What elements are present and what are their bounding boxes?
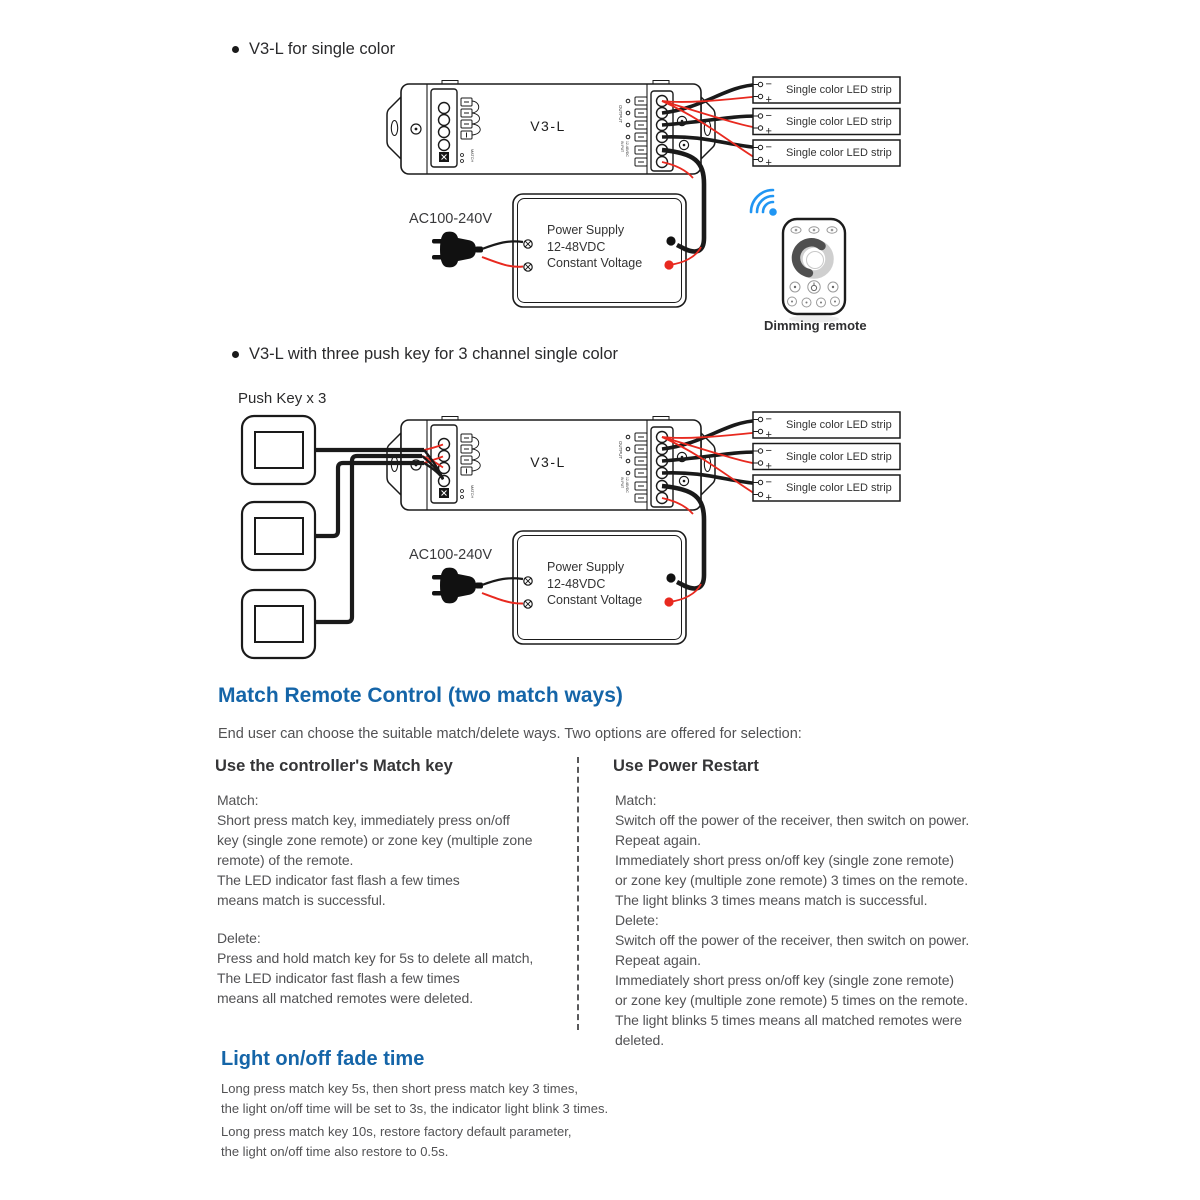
fade-line: Long press match key 5s, then short pres… (221, 1081, 578, 1096)
diagram2-title: V3-L with three push key for 3 channel s… (249, 345, 619, 363)
instruction-line: The light blinks 3 times means match is … (615, 892, 928, 908)
instruction-line: or zone key (multiple zone remote) 5 tim… (615, 992, 969, 1008)
fade-paragraph-2: Long press match key 10s, restore factor… (221, 1124, 571, 1163)
psu-output-dot-red (664, 260, 674, 270)
spacer (217, 912, 533, 930)
push-key-label: Push Key x 3 (238, 390, 327, 407)
instruction-line: Press and hold match key for 5s to delet… (217, 950, 534, 966)
controller-1 (386, 79, 716, 175)
psu-line2: 12-48VDC (547, 239, 606, 254)
strip-label: Single color LED strip (786, 84, 892, 96)
remote-top-buttons (790, 226, 838, 234)
instruction-line: or zone key (multiple zone remote) 3 tim… (615, 872, 969, 888)
ac-voltage-label-1: AC100-240V (409, 211, 493, 227)
instruction-line: means all matched remotes were deleted. (217, 990, 474, 1006)
bullet-icon (232, 46, 239, 53)
psu-line2: 12-48VDC (547, 576, 606, 591)
instruction-line: deleted. (615, 1032, 665, 1048)
psu-line3: Constant Voltage (547, 256, 643, 270)
instruction-line: means match is successful. (217, 892, 386, 908)
strip-label: Single color LED strip (786, 450, 892, 463)
instruction-line: Repeat again. (615, 832, 701, 848)
instruction-line: The LED indicator fast flash a few times (217, 970, 460, 986)
push-key-2 (240, 500, 317, 572)
psu-output-dot-black (666, 573, 676, 583)
instruction-line: key (single zone remote) or zone key (mu… (217, 832, 533, 848)
diagram1-wires (481, 82, 759, 270)
psu-line1: Power Supply (547, 560, 625, 574)
strip-label: Single color LED strip (786, 147, 892, 159)
remote-dial (791, 238, 834, 279)
ac-plug-2 (432, 567, 483, 604)
instruction-line: remote) of the remote. (217, 852, 354, 868)
diagram1-title: V3-L for single color (249, 40, 396, 58)
instruction-line: Immediately short press on/off key (sing… (615, 852, 954, 868)
strip-label: Single color LED strip (786, 115, 892, 128)
remote-mid-buttons (789, 280, 839, 294)
remote-bottom-buttons (787, 296, 840, 308)
delete-title: Delete: (615, 912, 659, 928)
dimming-remote (781, 217, 847, 323)
diagram1-title-row: V3-L for single color (232, 40, 395, 59)
match-key-instructions: Match: Short press match key, immediatel… (217, 792, 533, 1010)
ac-voltage-label-2: AC100-240V (409, 547, 493, 563)
instruction-line: The light blinks 5 times means all match… (615, 1012, 962, 1028)
psu-line1: Power Supply (547, 223, 625, 237)
psu-text-2: Power Supply 12-48VDC Constant Voltage (547, 559, 642, 609)
fade-paragraph-1: Long press match key 5s, then short pres… (221, 1081, 608, 1120)
psu-line3: Constant Voltage (547, 593, 643, 607)
psu-output-dot-red (664, 597, 674, 607)
power-restart-instructions: Match: Switch off the power of the recei… (615, 792, 969, 1052)
strip-label: Single color LED strip (786, 419, 892, 431)
remote-caption: Dimming remote (764, 318, 867, 333)
left-column-header: Use the controller's Match key (215, 757, 453, 775)
diagram2-wires (315, 418, 759, 625)
column-divider (577, 757, 579, 1030)
instruction-line: Switch off the power of the receiver, th… (615, 932, 970, 948)
strip-label: Single color LED strip (786, 482, 892, 494)
delete-title: Delete: (217, 930, 261, 946)
push-key-3 (240, 588, 317, 660)
match-section-intro: End user can choose the suitable match/d… (218, 726, 802, 742)
match-title: Match: (217, 792, 259, 808)
ac-plug-1 (432, 231, 483, 268)
fade-section-heading: Light on/off fade time (221, 1048, 425, 1070)
fade-line: the light on/off time also restore to 0.… (221, 1143, 449, 1159)
psu-text-1: Power Supply 12-48VDC Constant Voltage (547, 222, 642, 272)
fade-line: the light on/off time will be set to 3s,… (221, 1100, 609, 1116)
instruction-line: The LED indicator fast flash a few times (217, 872, 460, 888)
instruction-line: Switch off the power of the receiver, th… (615, 812, 970, 828)
push-key-1 (240, 414, 317, 486)
instruction-line: Short press match key, immediately press… (217, 812, 510, 828)
match-title: Match: (615, 792, 657, 808)
match-section-heading: Match Remote Control (two match ways) (218, 684, 623, 707)
fade-line: Long press match key 10s, restore factor… (221, 1124, 572, 1139)
right-column-header: Use Power Restart (613, 757, 759, 775)
psu-output-dot-black (666, 236, 676, 246)
diagram2-title-row: V3-L with three push key for 3 channel s… (232, 345, 618, 364)
instruction-line: Immediately short press on/off key (sing… (615, 972, 954, 988)
wifi-signal-icon (749, 188, 777, 216)
instruction-line: Repeat again. (615, 952, 701, 968)
bullet-icon (232, 351, 239, 358)
